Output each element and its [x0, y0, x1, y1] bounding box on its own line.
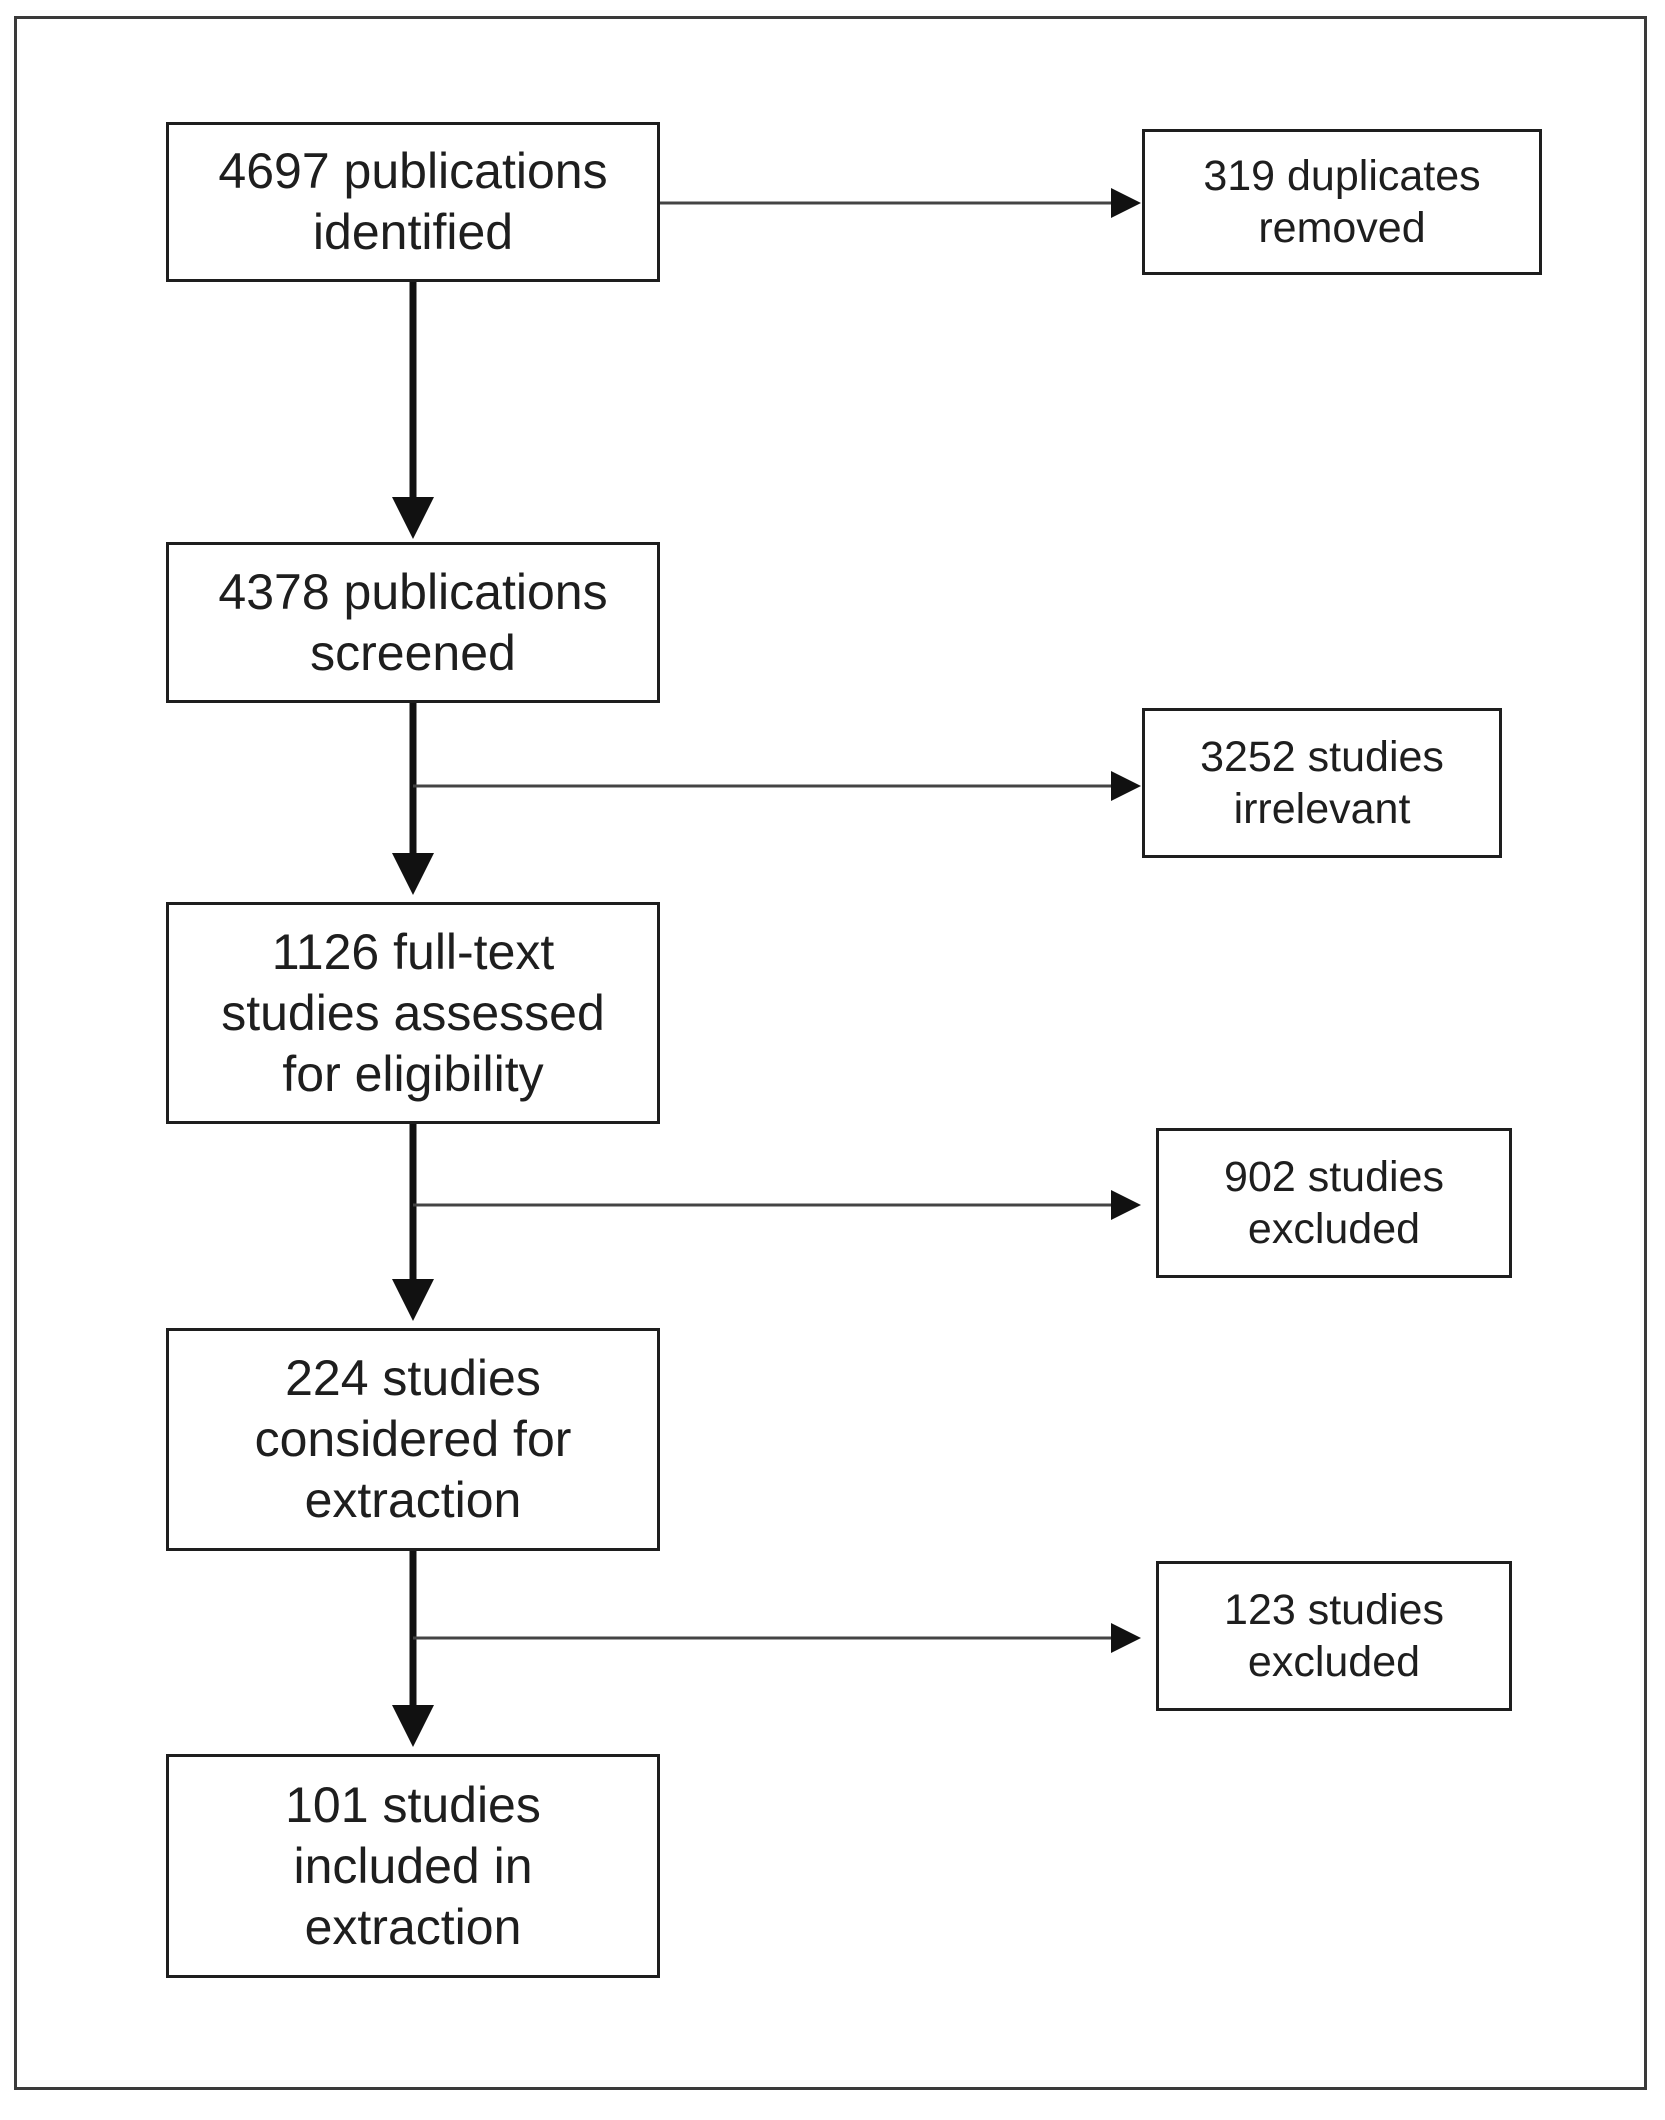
- step-included: 101 studies included in extraction: [166, 1754, 660, 1978]
- diagram-frame: [14, 16, 1647, 2090]
- step-included-label: 101 studies included in extraction: [285, 1776, 541, 1955]
- step-considered: 224 studies considered for extraction: [166, 1328, 660, 1551]
- exclusion-extraction-label: 123 studies excluded: [1224, 1586, 1444, 1686]
- step-considered-label: 224 studies considered for extraction: [254, 1350, 572, 1528]
- step-assessed: 1126 full-text studies assessed for elig…: [166, 902, 660, 1124]
- exclusion-irrelevant: 3252 studies irrelevant: [1142, 708, 1502, 858]
- exclusion-duplicates-label: 319 duplicates removed: [1203, 152, 1481, 252]
- step-identified: 4697 publications identified: [166, 122, 660, 282]
- step-assessed-label: 1126 full-text studies assessed for elig…: [221, 923, 605, 1102]
- exclusion-extraction: 123 studies excluded: [1156, 1561, 1512, 1711]
- step-identified-label: 4697 publications identified: [218, 143, 608, 260]
- exclusion-duplicates: 319 duplicates removed: [1142, 129, 1542, 275]
- exclusion-irrelevant-label: 3252 studies irrelevant: [1200, 733, 1444, 833]
- exclusion-fulltext: 902 studies excluded: [1156, 1128, 1512, 1278]
- exclusion-fulltext-label: 902 studies excluded: [1224, 1153, 1444, 1253]
- step-screened: 4378 publications screened: [166, 542, 660, 703]
- step-screened-label: 4378 publications screened: [218, 563, 608, 681]
